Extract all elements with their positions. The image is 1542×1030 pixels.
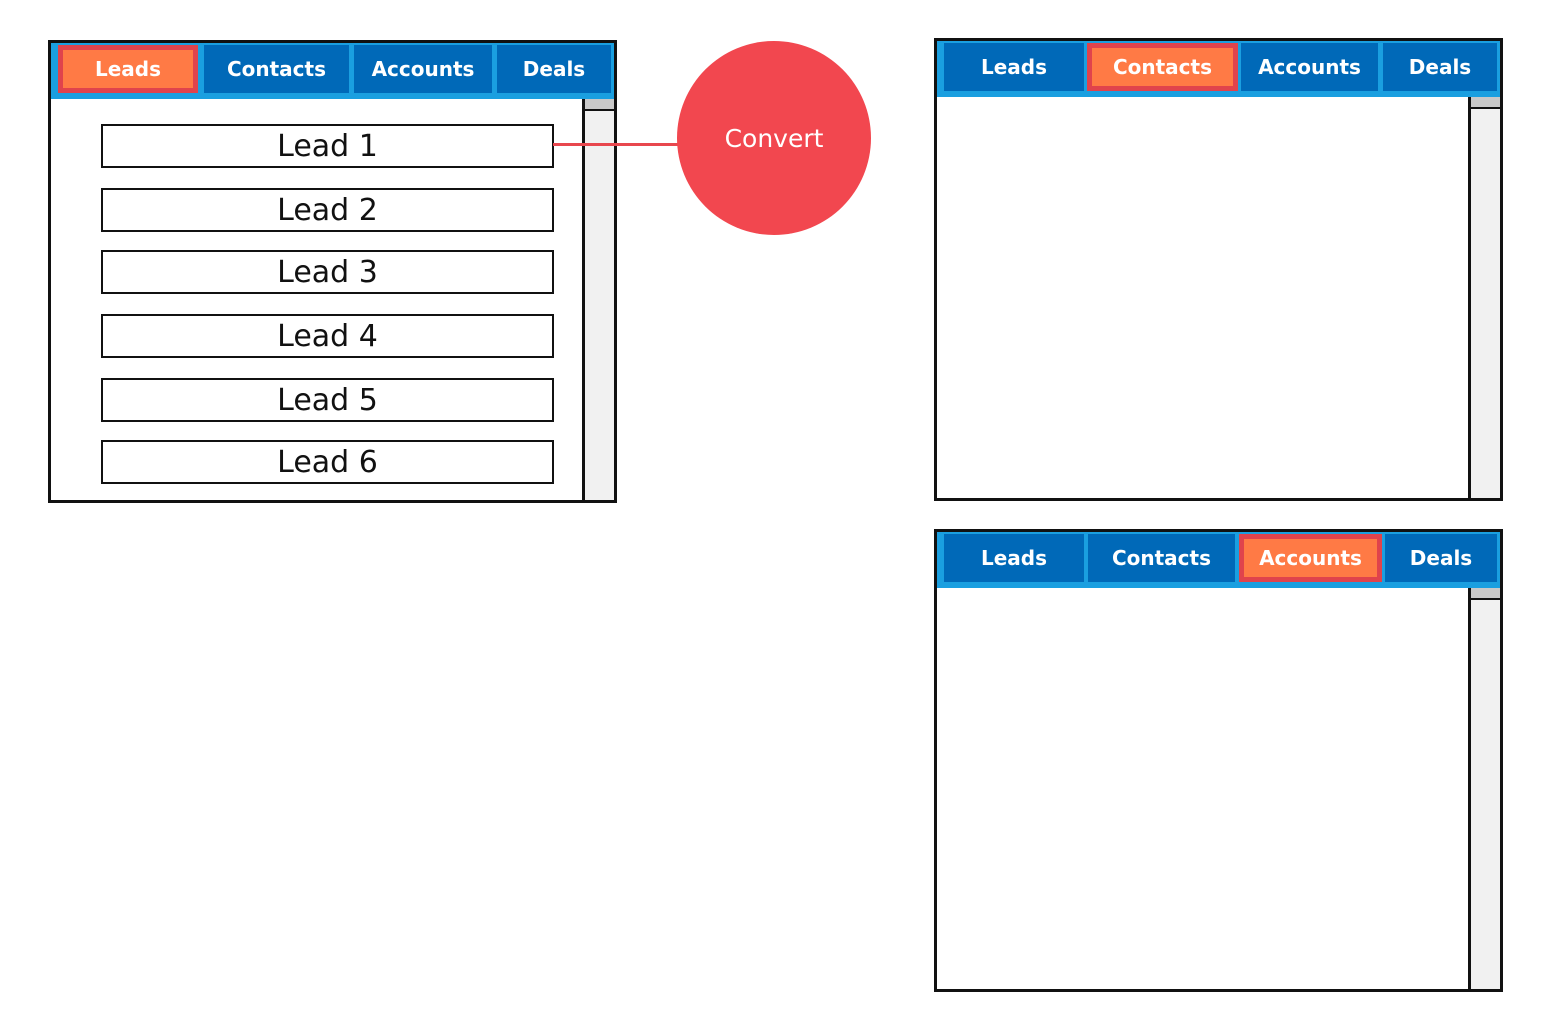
scrollbar[interactable] [1468,97,1500,498]
tab-leads[interactable]: Leads [944,43,1084,91]
tab-accounts[interactable]: Accounts [1241,43,1378,91]
accounts-content [937,588,1468,989]
leads-window: Leads Contacts Accounts Deals Lead 1 Lea… [48,40,617,503]
scroll-thumb[interactable] [1471,97,1500,109]
connector-line [553,143,681,146]
scroll-thumb[interactable] [1471,588,1500,600]
leads-list: Lead 1 Lead 2 Lead 3 Lead 4 Lead 5 Lead … [51,99,582,500]
contacts-content [937,97,1468,498]
accounts-window: Leads Contacts Accounts Deals [934,529,1503,992]
tab-contacts[interactable]: Contacts [1087,43,1238,91]
tab-leads[interactable]: Leads [58,45,198,93]
tab-bar: Leads Contacts Accounts Deals [937,532,1500,588]
list-item[interactable]: Lead 6 [101,440,554,484]
tab-deals[interactable]: Deals [1383,43,1497,91]
tab-deals[interactable]: Deals [1385,534,1497,582]
list-item[interactable]: Lead 2 [101,188,554,232]
scroll-thumb[interactable] [585,99,614,111]
tab-bar: Leads Contacts Accounts Deals [937,41,1500,97]
contacts-window: Leads Contacts Accounts Deals [934,38,1503,501]
tab-accounts[interactable]: Accounts [1239,534,1382,582]
convert-button[interactable]: Convert [677,41,871,235]
scrollbar[interactable] [1468,588,1500,989]
tab-leads[interactable]: Leads [944,534,1084,582]
tab-contacts[interactable]: Contacts [204,45,349,93]
list-item[interactable]: Lead 5 [101,378,554,422]
list-item[interactable]: Lead 1 [101,124,554,168]
tab-contacts[interactable]: Contacts [1088,534,1235,582]
list-item[interactable]: Lead 4 [101,314,554,358]
list-item[interactable]: Lead 3 [101,250,554,294]
tab-bar: Leads Contacts Accounts Deals [51,43,614,99]
tab-accounts[interactable]: Accounts [354,45,492,93]
scrollbar[interactable] [582,99,614,500]
tab-deals[interactable]: Deals [497,45,611,93]
